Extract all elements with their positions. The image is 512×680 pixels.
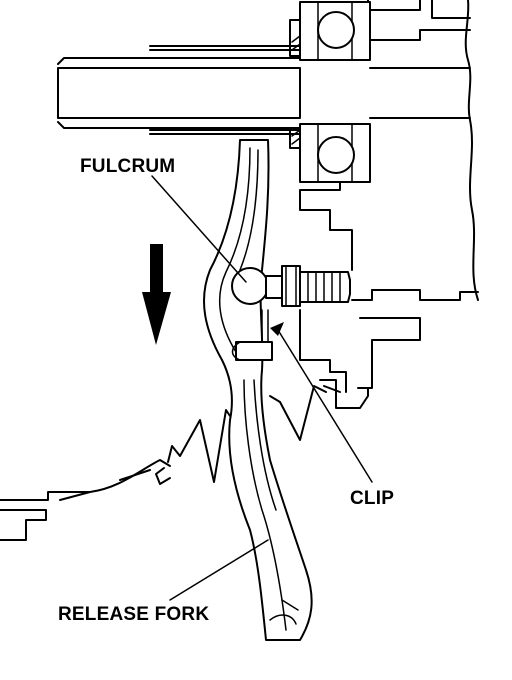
release-fork-callout: RELEASE FORK [58,539,269,625]
transmission-case [0,0,479,541]
fulcrum-label: FULCRUM [80,156,175,177]
release-fork [203,139,313,641]
clip [231,309,273,361]
clip-callout: CLIP [270,322,394,509]
fulcrum-callout: FULCRUM [80,156,247,283]
input-shaft [57,45,471,135]
upper-bearing [289,1,371,61]
down-arrow-icon [142,244,171,345]
return-spring [155,385,341,485]
fulcrum-ball-stud [231,265,351,307]
clip-label: CLIP [350,488,394,509]
release-fork-label: RELEASE FORK [58,604,209,625]
lower-bearing [289,123,371,183]
